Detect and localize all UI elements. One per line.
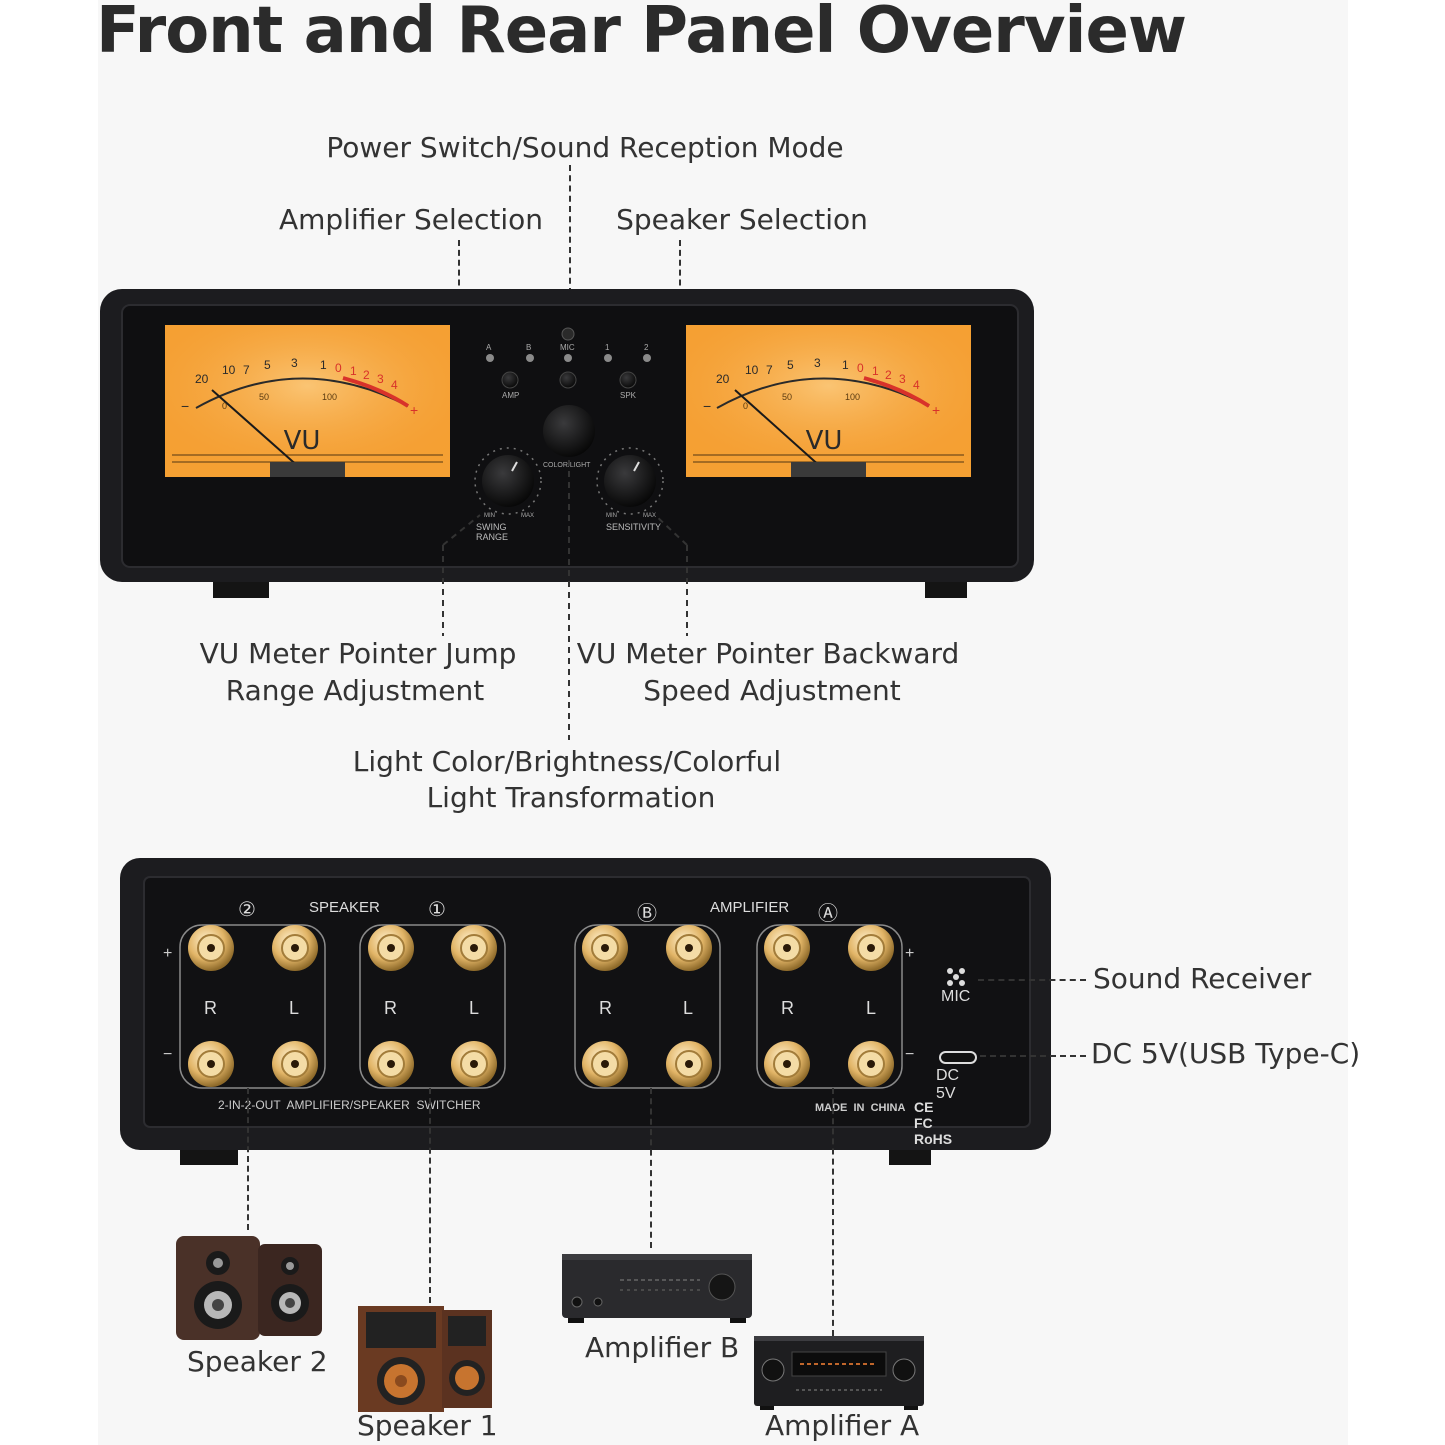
callout-light-line2: Light Transformation (426, 781, 716, 814)
swing-min: MIN (484, 513, 495, 519)
label-amplifierB: Amplifier B (585, 1331, 740, 1364)
leader-amp-selection (458, 240, 460, 335)
scale-20-left: 20 (195, 372, 209, 386)
callout-jump-line1: VU Meter Pointer Jump (199, 637, 517, 670)
scale-5-right: 5 (787, 358, 794, 372)
rear-speaker-label: SPEAKER (309, 899, 380, 916)
scale-b0-right: 0 (743, 401, 749, 411)
leader-speaker2 (247, 1088, 249, 1230)
switch-label-mic: MIC (560, 343, 575, 352)
background-panel (98, 0, 1348, 1445)
scale-p1-right: 1 (872, 364, 879, 378)
scale-plus-left: + (410, 402, 419, 418)
rear-letter-a: Ⓐ (818, 901, 838, 925)
rear-l-2: L (469, 998, 480, 1018)
label-speaker2: Speaker 2 (187, 1345, 328, 1378)
callout-sound-receiver: Sound Receiver (1093, 962, 1312, 995)
rear-r-3: R (599, 998, 612, 1018)
scale-10-left: 10 (222, 363, 236, 377)
page-title: Front and Rear Panel Overview (96, 0, 1187, 68)
scale-p1-left: 1 (350, 364, 357, 378)
scale-3-right: 3 (814, 356, 821, 370)
callout-jump-line2: Range Adjustment (225, 674, 485, 707)
scale-b50-right: 50 (782, 392, 793, 402)
color-light-label: COLOR/LIGHT (543, 462, 591, 469)
scale-0-left: 0 (335, 361, 342, 375)
scale-b50-left: 50 (259, 392, 270, 402)
switch-label-a: A (486, 343, 492, 352)
label-amplifierA: Amplifier A (765, 1409, 920, 1442)
scale-minus-right: − (703, 398, 712, 414)
leader-power (569, 165, 571, 335)
rear-minus-right: − (905, 1046, 915, 1063)
scale-20-right: 20 (716, 372, 730, 386)
swing-max: MAX (521, 513, 535, 519)
rear-dc-label: DC 5V (936, 1067, 960, 1102)
leader-spk-selection (679, 240, 681, 335)
callout-amplifier-selection: Amplifier Selection (278, 203, 544, 236)
scale-3-left: 3 (291, 356, 298, 370)
rear-r-1: R (204, 998, 217, 1018)
scale-p2-right: 2 (885, 368, 892, 382)
sensitivity-label: SENSITIVITY (606, 522, 662, 532)
leader-ampB (650, 1088, 652, 1248)
sens-min: MIN (606, 513, 617, 519)
switch-label-2: 2 (644, 343, 649, 352)
scale-p2-left: 2 (363, 368, 370, 382)
callout-dc-power: DC 5V(USB Type-C) (1091, 1037, 1361, 1070)
leader-dc-power (980, 1055, 1086, 1057)
rear-plus-right: + (905, 945, 915, 962)
rear-switcher-label: 2-IN-2-OUT AMPLIFIER/SPEAKER SWITCHER (218, 1098, 481, 1112)
spk-toggle-label: SPK (620, 391, 637, 400)
callout-light-line1: Light Color/Brightness/Colorful (352, 745, 782, 778)
rear-num-1: ① (428, 897, 446, 921)
leader-speaker1 (429, 1088, 431, 1303)
scale-b0-left: 0 (222, 401, 228, 411)
rear-l-1: L (289, 998, 300, 1018)
amp-toggle-label: AMP (502, 391, 520, 400)
callout-speaker-selection: Speaker Selection (616, 203, 868, 236)
scale-p4-left: 4 (391, 378, 398, 392)
rear-made-in-china: MADE IN CHINA (815, 1102, 906, 1114)
scale-b100-left: 100 (322, 392, 338, 402)
leader-ampA (832, 1088, 834, 1336)
rear-l-4: L (866, 998, 877, 1018)
rear-minus-left: − (163, 1046, 173, 1063)
rear-plus-left: + (163, 945, 173, 962)
switch-label-1: 1 (605, 343, 610, 352)
rear-cert-marks: CE FC RoHS (914, 1099, 953, 1147)
scale-p3-right: 3 (899, 372, 906, 386)
scale-7-left: 7 (243, 363, 250, 377)
rear-num-2: ② (238, 897, 256, 921)
rear-amplifier-label: AMPLIFIER (710, 899, 790, 916)
switch-label-b: B (526, 343, 532, 352)
rear-r-2: R (384, 998, 397, 1018)
sens-max: MAX (643, 513, 657, 519)
callout-backward-line1: VU Meter Pointer Backward (576, 637, 960, 670)
scale-10-right: 10 (745, 363, 759, 377)
scale-1-left: 1 (320, 358, 327, 372)
rear-mic-label: MIC (941, 988, 971, 1005)
rear-letter-b: Ⓑ (637, 901, 657, 925)
scale-p4-right: 4 (913, 378, 920, 392)
scale-minus-left: − (181, 398, 190, 414)
label-speaker1: Speaker 1 (357, 1409, 498, 1442)
leader-sound-receiver (978, 979, 1086, 981)
scale-b100-right: 100 (845, 392, 861, 402)
scale-p3-left: 3 (377, 372, 384, 386)
callout-backward-line2: Speed Adjustment (643, 674, 901, 707)
scale-0-right: 0 (857, 361, 864, 375)
scale-plus-right: + (932, 402, 941, 418)
scale-7-right: 7 (766, 363, 773, 377)
callout-power-switch: Power Switch/Sound Reception Mode (326, 131, 844, 164)
swing-range-label: SWING RANGE (476, 522, 509, 542)
scale-1-right: 1 (842, 358, 849, 372)
scale-5-left: 5 (264, 358, 271, 372)
rear-l-3: L (683, 998, 694, 1018)
rear-r-4: R (781, 998, 794, 1018)
